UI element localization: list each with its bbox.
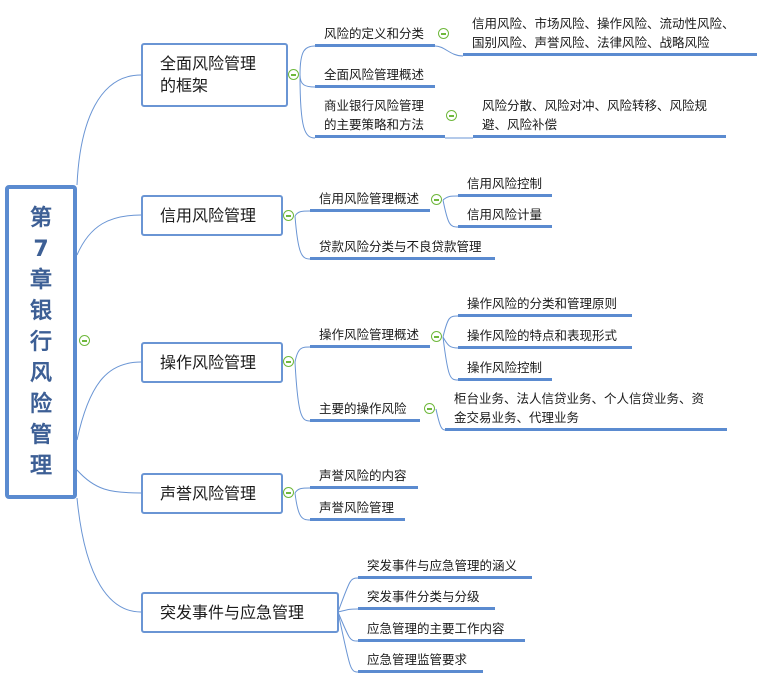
node-credit-overview[interactable]: 信用风险管理概述 <box>310 189 430 212</box>
node-label: 应急管理的主要工作内容 <box>367 621 505 636</box>
leaf-op-control[interactable]: 操作风险控制 <box>458 358 552 381</box>
root-char: 风 <box>29 360 52 386</box>
node-label: 信用风险管理概述 <box>319 191 420 206</box>
branch-framework[interactable]: 全面风险管理 的框架 <box>141 43 288 107</box>
node-emergency-meaning[interactable]: 突发事件与应急管理的涵义 <box>358 556 532 579</box>
root-char: 行 <box>29 329 52 355</box>
leaf-strategy-list[interactable]: 风险分散、风险对冲、风险转移、风险规避、风险补偿 <box>473 96 726 138</box>
root-char: 7 <box>33 236 49 262</box>
node-label: 信用风险控制 <box>467 176 543 191</box>
collapse-icon[interactable] <box>288 69 299 80</box>
collapse-icon[interactable] <box>431 194 442 205</box>
node-label: 操作风险控制 <box>467 360 543 375</box>
node-label: 贷款风险分类与不良贷款管理 <box>319 239 482 254</box>
node-label: 信用风险、市场风险、操作风险、流动性风险、 <box>472 16 735 31</box>
node-label: 突发事件分类与分级 <box>367 589 480 604</box>
node-label: 声誉风险管理 <box>319 500 395 515</box>
leaf-op-characteristics[interactable]: 操作风险的特点和表现形式 <box>458 326 632 349</box>
node-label: 声誉风险的内容 <box>319 468 407 483</box>
collapse-icon[interactable] <box>431 331 442 342</box>
node-label: 应急管理监管要求 <box>367 652 468 667</box>
node-label: 避、风险补偿 <box>482 117 558 132</box>
node-emergency-work[interactable]: 应急管理的主要工作内容 <box>358 619 525 642</box>
node-label: 操作风险的特点和表现形式 <box>467 328 618 343</box>
node-label: 突发事件与应急管理 <box>160 602 305 622</box>
node-label: 操作风险管理 <box>160 352 257 372</box>
collapse-icon[interactable] <box>446 110 457 121</box>
node-risk-definition[interactable]: 风险的定义和分类 <box>315 24 435 47</box>
root-char: 理 <box>29 453 52 479</box>
root-node[interactable]: 第 7 章 银 行 风 险 管 理 <box>5 185 77 499</box>
collapse-icon[interactable] <box>283 356 294 367</box>
node-label: 主要的操作风险 <box>319 401 407 416</box>
node-label: 全面风险管理概述 <box>324 67 425 82</box>
node-label: 的主要策略和方法 <box>324 117 425 132</box>
node-label: 金交易业务、代理业务 <box>454 410 580 425</box>
root-char: 银 <box>29 298 52 324</box>
node-label: 国别风险、声誉风险、法律风险、战略风险 <box>472 35 710 50</box>
node-loan-classification[interactable]: 贷款风险分类与不良贷款管理 <box>310 237 495 260</box>
node-op-overview[interactable]: 操作风险管理概述 <box>310 325 430 348</box>
collapse-icon[interactable] <box>283 210 294 221</box>
node-label: 商业银行风险管理 <box>324 98 425 113</box>
node-label: 操作风险管理概述 <box>319 327 420 342</box>
node-label: 操作风险的分类和管理原则 <box>467 296 618 311</box>
leaf-credit-control[interactable]: 信用风险控制 <box>458 174 552 197</box>
leaf-op-classification[interactable]: 操作风险的分类和管理原则 <box>458 294 632 317</box>
node-overview[interactable]: 全面风险管理概述 <box>315 65 435 88</box>
node-label: 声誉风险管理 <box>160 483 257 503</box>
node-emergency-classification[interactable]: 突发事件分类与分级 <box>358 587 495 610</box>
leaf-risk-types[interactable]: 信用风险、市场风险、操作风险、流动性风险、国别风险、声誉风险、法律风险、战略风险 <box>463 14 757 56</box>
node-label: 全面风险管理 <box>160 54 257 73</box>
node-label: 信用风险管理 <box>160 205 257 225</box>
node-label: 风险的定义和分类 <box>324 26 425 41</box>
node-reputation-management[interactable]: 声誉风险管理 <box>310 498 405 521</box>
root-char: 管 <box>29 422 52 448</box>
root-char: 险 <box>29 391 52 417</box>
root-char: 第 <box>29 205 52 231</box>
node-strategies[interactable]: 商业银行风险管理的主要策略和方法 <box>315 96 445 138</box>
collapse-icon[interactable] <box>424 403 435 414</box>
node-emergency-supervision[interactable]: 应急管理监管要求 <box>358 650 483 673</box>
collapse-icon[interactable] <box>438 28 449 39</box>
branch-credit-risk[interactable]: 信用风险管理 <box>141 195 283 236</box>
leaf-credit-measurement[interactable]: 信用风险计量 <box>458 205 552 228</box>
node-label: 信用风险计量 <box>467 207 543 222</box>
node-label: 突发事件与应急管理的涵义 <box>367 558 518 573</box>
branch-operational-risk[interactable]: 操作风险管理 <box>141 342 283 383</box>
root-char: 章 <box>29 267 52 293</box>
collapse-icon[interactable] <box>283 487 294 498</box>
branch-reputation-risk[interactable]: 声誉风险管理 <box>141 473 283 514</box>
branch-emergency-management[interactable]: 突发事件与应急管理 <box>141 592 339 633</box>
leaf-business-lines[interactable]: 柜台业务、法人信贷业务、个人信贷业务、资金交易业务、代理业务 <box>445 389 727 431</box>
node-label: 风险分散、风险对冲、风险转移、风险规 <box>482 98 708 113</box>
node-reputation-content[interactable]: 声誉风险的内容 <box>310 466 418 489</box>
collapse-icon[interactable] <box>79 335 90 346</box>
node-label: 柜台业务、法人信贷业务、个人信贷业务、资 <box>454 391 705 406</box>
node-label: 的框架 <box>160 76 209 95</box>
node-main-op-risks[interactable]: 主要的操作风险 <box>310 399 420 422</box>
